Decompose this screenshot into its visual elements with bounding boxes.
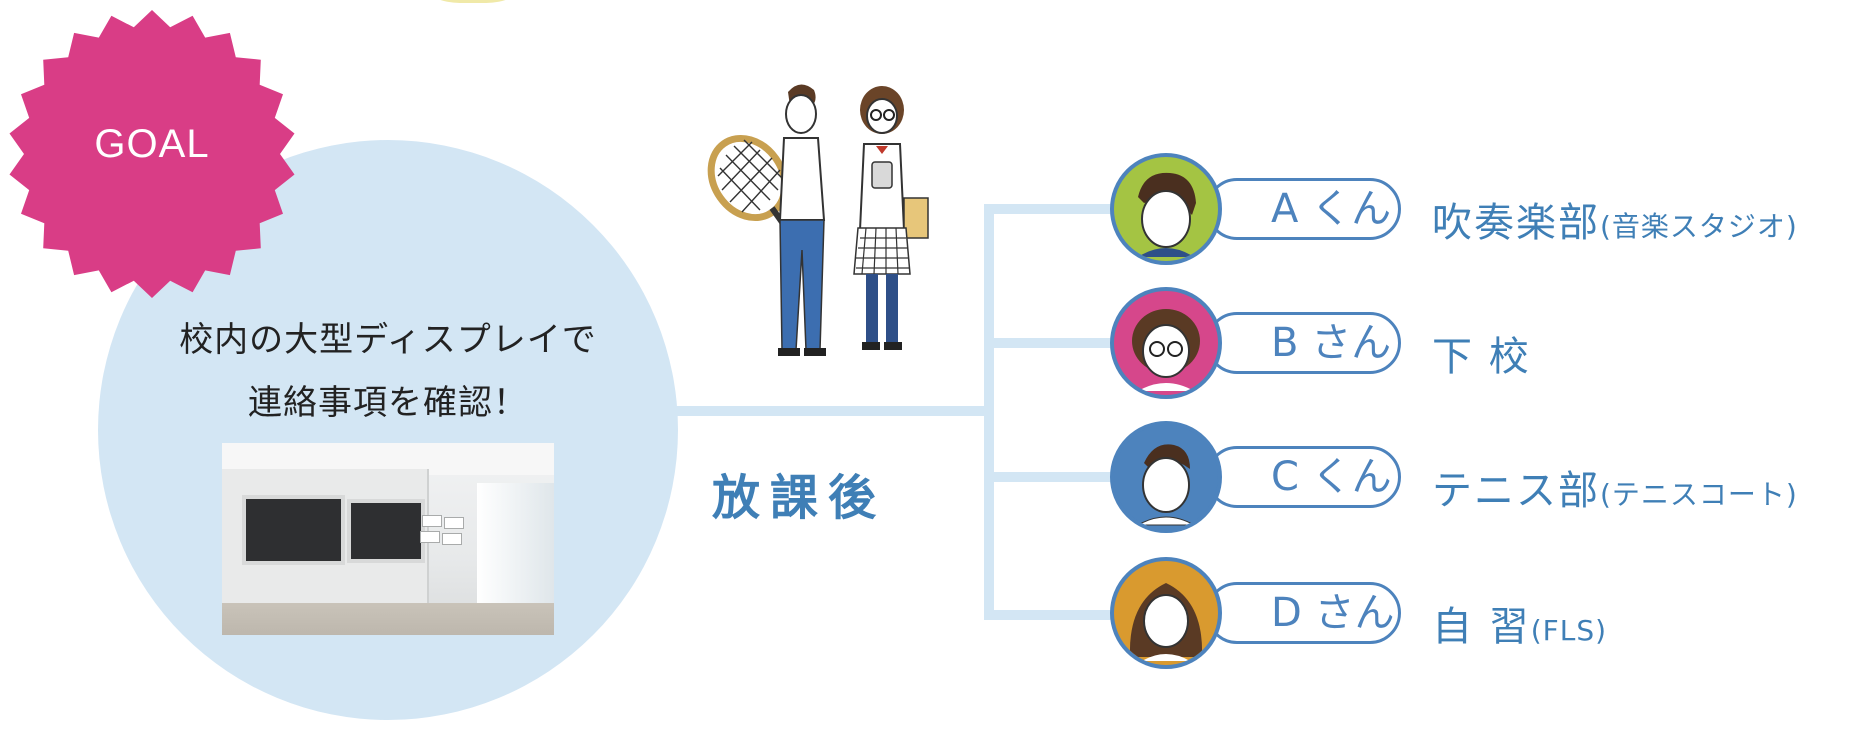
after-school-label: 放課後 [712,470,887,526]
display-screen [242,495,345,565]
activity-location: (FLS) [1530,614,1608,647]
connector-trunk [984,204,994,620]
student-name-label: D さん [1206,582,1401,644]
student-name-label: C くん [1206,446,1401,508]
girl-figure [853,86,929,350]
avatar [1110,557,1222,669]
connector-main [670,406,992,416]
activity-name: 自 習 [1432,604,1531,650]
student-activity: 自 習(FLS) [1432,594,1607,652]
activity-location: (テニスコート) [1600,478,1798,511]
connector-branch [984,204,1114,214]
students-illustration [707,84,929,356]
avatar [1110,421,1222,533]
connector-branch [984,338,1114,348]
student-activity: 吹奏楽部(音楽スタジオ) [1432,190,1798,248]
avatar [1110,153,1222,265]
connector-branch [984,610,1114,620]
student-name-label: B さん [1206,312,1401,374]
activity-location: (音楽スタジオ) [1600,210,1798,243]
connector-branch [984,472,1114,482]
boy-figure [778,84,826,356]
activity-name: 下 校 [1432,334,1531,380]
top-decoration [395,0,551,3]
display-screen [347,499,425,563]
display-photo [222,443,554,635]
avatar [1110,287,1222,399]
goal-message-line2: 連絡事項を確認！ [248,383,528,423]
student-activity: 下 校 [1432,324,1531,382]
goal-badge-label: GOAL [94,122,210,166]
activity-name: テニス部 [1432,468,1600,514]
goal-message-line1: 校内の大型ディスプレイで [179,320,597,360]
goal-badge [9,10,295,298]
student-name-label: A くん [1206,178,1401,240]
student-activity: テニス部(テニスコート) [1432,458,1798,516]
activity-name: 吹奏楽部 [1432,200,1600,246]
